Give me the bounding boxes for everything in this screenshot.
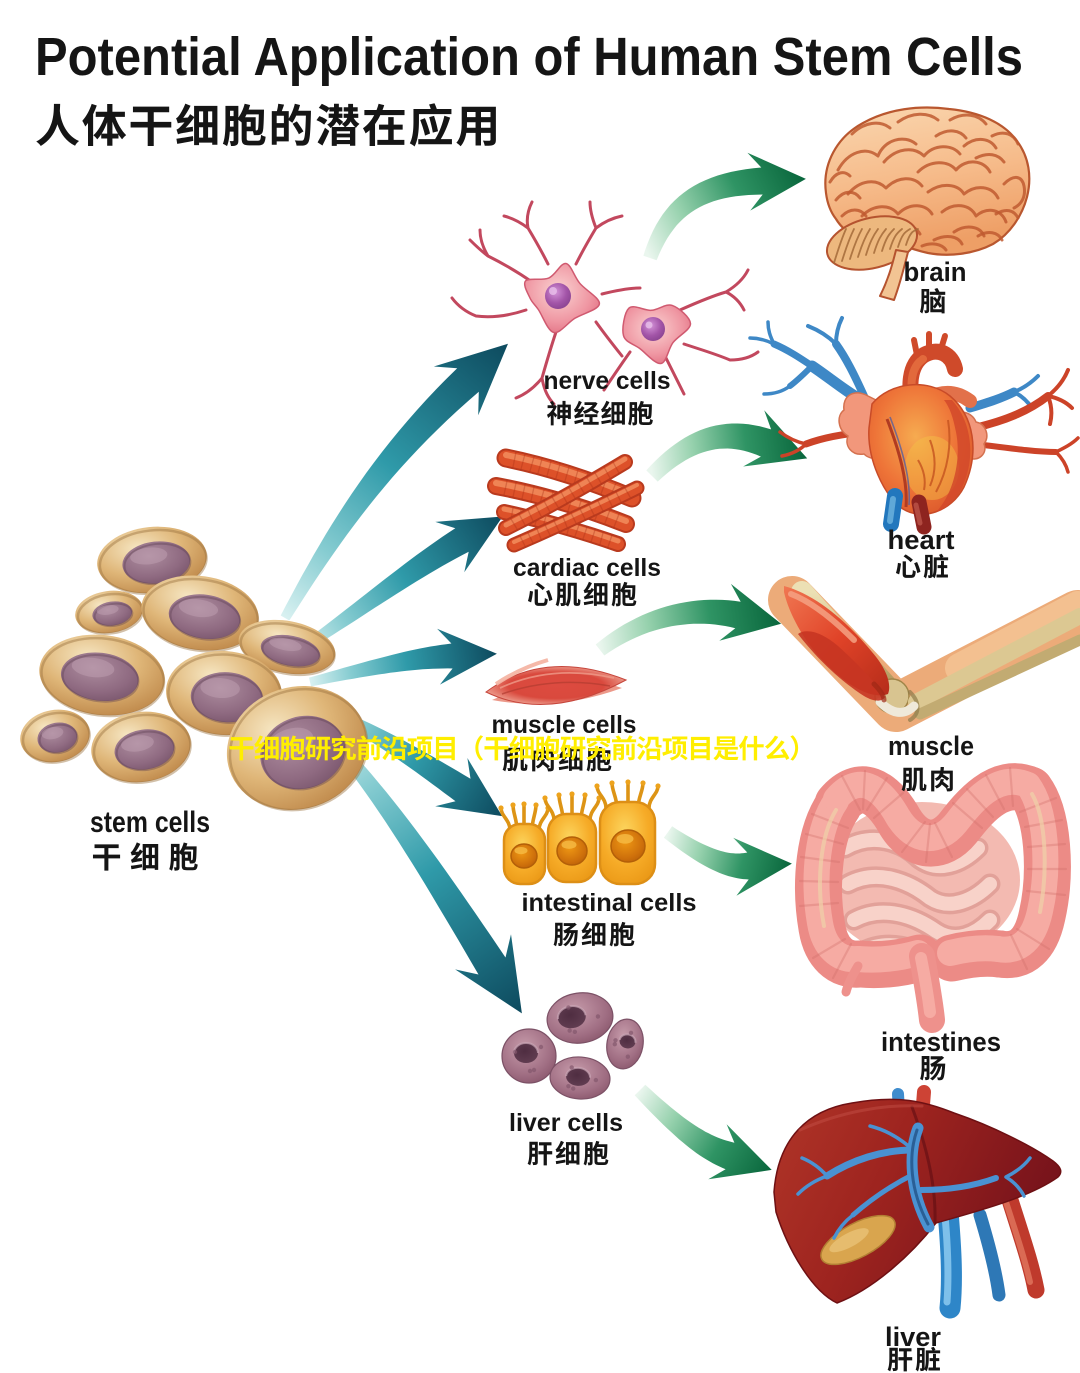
svg-text:muscle: muscle <box>888 731 974 761</box>
svg-text:liver: liver <box>885 1322 941 1352</box>
svg-text:stem cells: stem cells <box>90 806 210 839</box>
svg-text:intestinal cells: intestinal cells <box>522 889 697 917</box>
svg-text:cardiac cells: cardiac cells <box>513 554 661 582</box>
svg-text:liver cells: liver cells <box>509 1109 623 1137</box>
svg-text:muscle cells: muscle cells <box>492 711 637 739</box>
svg-text:intestines: intestines <box>881 1027 1001 1057</box>
svg-text:Potential Application of Human: Potential Application of Human Stem Cell… <box>35 27 1023 87</box>
svg-text:nerve cells: nerve cells <box>544 367 671 395</box>
svg-text:brain: brain <box>904 257 967 287</box>
svg-text:heart: heart <box>888 525 955 555</box>
